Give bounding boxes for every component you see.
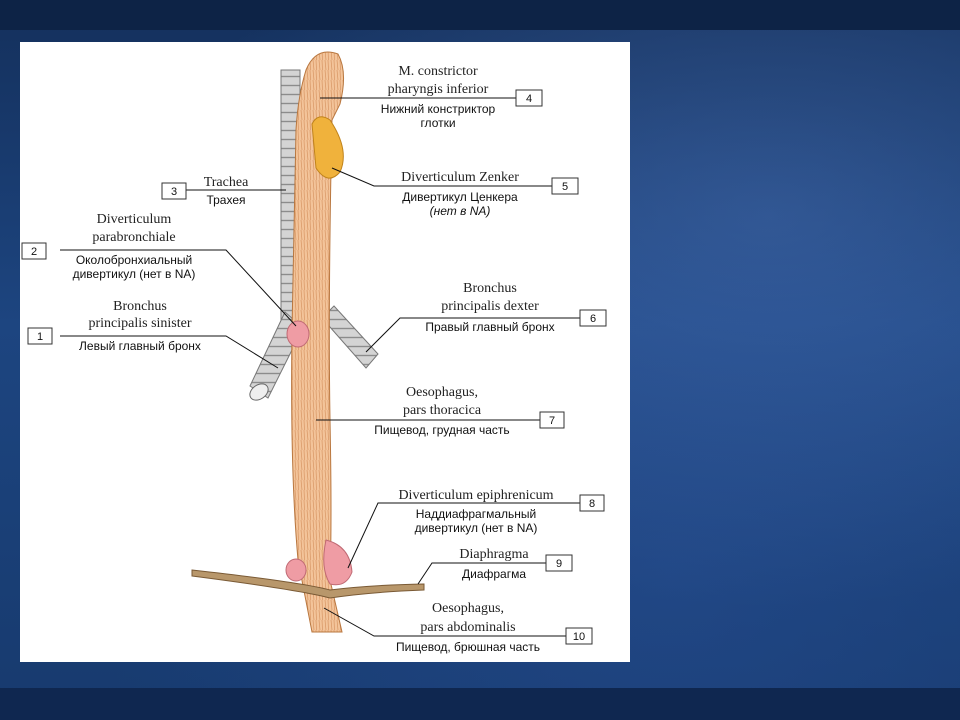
label-1-latin-1: Bronchus [113, 299, 167, 314]
label-10-latin-1: Oesophagus, [432, 601, 504, 616]
label-5-latin-1: Diverticulum Zenker [401, 170, 519, 185]
label-10: 10 Oesophagus, pars abdominalis Пищевод,… [396, 601, 593, 654]
label-1: 1 Bronchus principalis sinister Левый гл… [27, 299, 201, 353]
label-5-russian-1: Дивертикул Ценкера [402, 190, 518, 204]
label-1-latin-2: principalis sinister [88, 316, 191, 331]
left-bronchus-opening [249, 383, 269, 401]
label-4-number: 4 [526, 93, 532, 105]
label-8-russian-2: дивертикул (нет в NA) [415, 521, 538, 535]
label-2-russian-1: Околобронхиальный [76, 253, 192, 267]
label-3: 3 Trachea Трахея [161, 175, 249, 207]
label-7-russian-1: Пищевод, грудная часть [374, 423, 509, 437]
label-9-latin-1: Diaphragma [459, 547, 529, 562]
oesophagus [291, 51, 344, 633]
label-1-number: 1 [37, 331, 43, 343]
label-4-russian-1: Нижний констриктор [381, 102, 496, 116]
label-6-latin-2: principalis dexter [441, 299, 539, 314]
label-10-number: 10 [573, 631, 585, 643]
label-4-russian-2: глотки [420, 116, 455, 130]
label-9-number: 9 [556, 558, 562, 570]
label-4-latin-2: pharyngis inferior [388, 82, 489, 97]
label-8-latin-1: Diverticulum epiphrenicum [398, 488, 553, 503]
epiphrenic-diverticulum [323, 539, 353, 586]
label-2-russian-2: дивертикул (нет в NA) [73, 267, 196, 281]
leader-lines [60, 97, 580, 637]
slide-bottom-band [0, 688, 960, 720]
label-9: 9 Diaphragma Диафрагма [459, 547, 573, 581]
label-10-russian-1: Пищевод, брюшная часть [396, 640, 540, 654]
label-2-latin-1: Diverticulum [97, 212, 172, 227]
label-9-russian-1: Диафрагма [462, 567, 526, 581]
epiphrenic-lower-bulge [285, 558, 307, 582]
label-8-number: 8 [589, 498, 595, 510]
label-10-latin-2: pars abdominalis [420, 620, 515, 635]
label-2-latin-2: parabronchiale [92, 230, 175, 245]
label-7-number: 7 [549, 415, 555, 427]
label-5: 5 Diverticulum Zenker Дивертикул Ценкера… [401, 170, 579, 218]
label-7-latin-2: pars thoracica [403, 403, 482, 418]
parabronchial-diverticulum [286, 320, 310, 348]
label-2-number: 2 [31, 246, 37, 258]
label-8: 8 Diverticulum epiphrenicum Наддиафрагма… [398, 488, 605, 535]
label-7: 7 Oesophagus, pars thoracica Пищевод, гр… [374, 385, 565, 437]
label-7-latin-1: Oesophagus, [406, 385, 478, 400]
label-5-russian-2: (нет в NA) [430, 204, 491, 218]
label-1-russian-1: Левый главный бронх [79, 339, 201, 353]
label-6-latin-1: Bronchus [463, 281, 517, 296]
label-3-number: 3 [171, 186, 177, 198]
right-bronchus [321, 305, 379, 369]
label-8-russian-1: Наддиафрагмальный [416, 507, 536, 521]
label-4-latin-1: M. constrictor [398, 64, 478, 79]
label-6: 6 Bronchus principalis dexter Правый гла… [425, 281, 607, 334]
label-4: 4 M. constrictor pharyngis inferior Нижн… [381, 64, 543, 130]
label-2: 2 Diverticulum parabronchiale Околобронх… [21, 212, 196, 281]
label-6-russian-1: Правый главный бронх [425, 320, 554, 334]
label-5-number: 5 [562, 181, 568, 193]
zenker-diverticulum [311, 116, 344, 179]
label-3-russian-1: Трахея [206, 193, 245, 207]
label-3-latin-1: Trachea [204, 175, 249, 190]
slide-top-band [0, 0, 960, 30]
diaphragm [191, 569, 425, 599]
label-6-number: 6 [590, 313, 596, 325]
